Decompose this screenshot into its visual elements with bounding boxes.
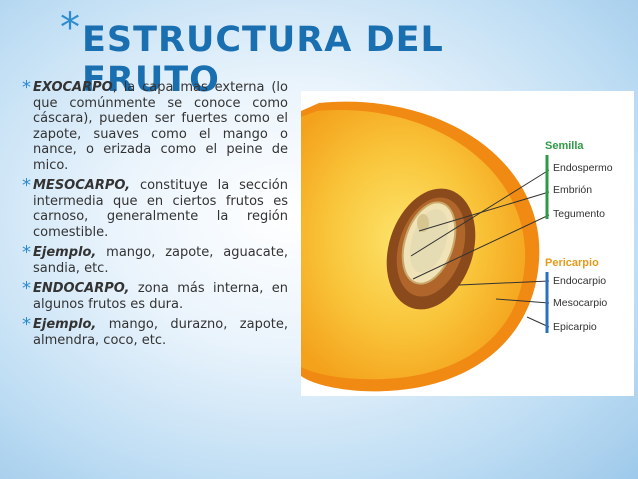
bullet-endocarpo: * ENDOCARPO, zona más interna, en alguno… — [22, 278, 288, 312]
bullet-star: * — [22, 175, 31, 196]
pointer-tegumento — [412, 214, 550, 280]
pointer-mesocarpio — [495, 298, 550, 304]
label-mesocarpio: Mesocarpio — [553, 297, 607, 309]
bullet-text: mango, zapote, aguacate, sandia, etc. — [33, 245, 288, 276]
bullet-term: EXOCARPO — [33, 80, 113, 95]
seed-embryo — [417, 214, 429, 232]
bullet-mesocarpo: * MESOCARPO, constituye la sección inter… — [22, 175, 288, 240]
fruit-diagram: Semilla Endospermo Embrión Tegumento Per… — [301, 91, 634, 396]
label-embrion: Embrión — [553, 184, 592, 196]
bullet-exocarpo: * EXOCARPO, la capa mas externa (lo que … — [22, 77, 288, 173]
bullet-ejemplo-mesocarpo: * Ejemplo, mango, zapote, aguacate, sand… — [22, 242, 288, 276]
title-star: * — [60, 5, 80, 51]
slide-title: * ESTRUCTURA DEL FRUTO — [60, 5, 580, 100]
title-text: ESTRUCTURA DEL FRUTO — [82, 20, 444, 100]
bullet-list: * EXOCARPO, la capa mas externa (lo que … — [22, 77, 288, 353]
label-epicarpio: Epicarpio — [553, 321, 597, 333]
pointer-embrion — [418, 191, 550, 232]
seed-header: Semilla — [545, 140, 584, 152]
pericarp-header: Pericarpio — [545, 257, 599, 269]
bullet-term: Ejemplo, — [33, 317, 97, 332]
pointer-endocarpio — [458, 280, 550, 286]
pointer-epicarpio — [526, 316, 550, 328]
bullet-text: constituye la sección intermedia que en … — [33, 178, 288, 240]
bullet-term: ENDOCARPO, — [33, 281, 130, 296]
bullet-term: Ejemplo, — [33, 245, 97, 260]
bullet-text: , la capa mas externa (lo que comúnmente… — [33, 80, 288, 173]
bullet-star: * — [22, 278, 31, 299]
bullet-star: * — [22, 314, 31, 335]
bullet-text: zona más interna, en algunos frutos es d… — [33, 281, 288, 312]
bullet-text: mango, durazno, zapote, almendra, coco, … — [33, 317, 288, 348]
bullet-ejemplo-endocarpo: * Ejemplo, mango, durazno, zapote, almen… — [22, 314, 288, 348]
bullet-star: * — [22, 242, 31, 263]
bullet-term: MESOCARPO, — [33, 178, 131, 193]
fruit-diagram-svg: Semilla Endospermo Embrión Tegumento Per… — [301, 101, 613, 392]
label-tegumento: Tegumento — [553, 208, 605, 220]
label-endospermo: Endospermo — [553, 162, 613, 174]
bullet-star: * — [22, 77, 31, 98]
label-endocarpio: Endocarpio — [553, 275, 606, 287]
